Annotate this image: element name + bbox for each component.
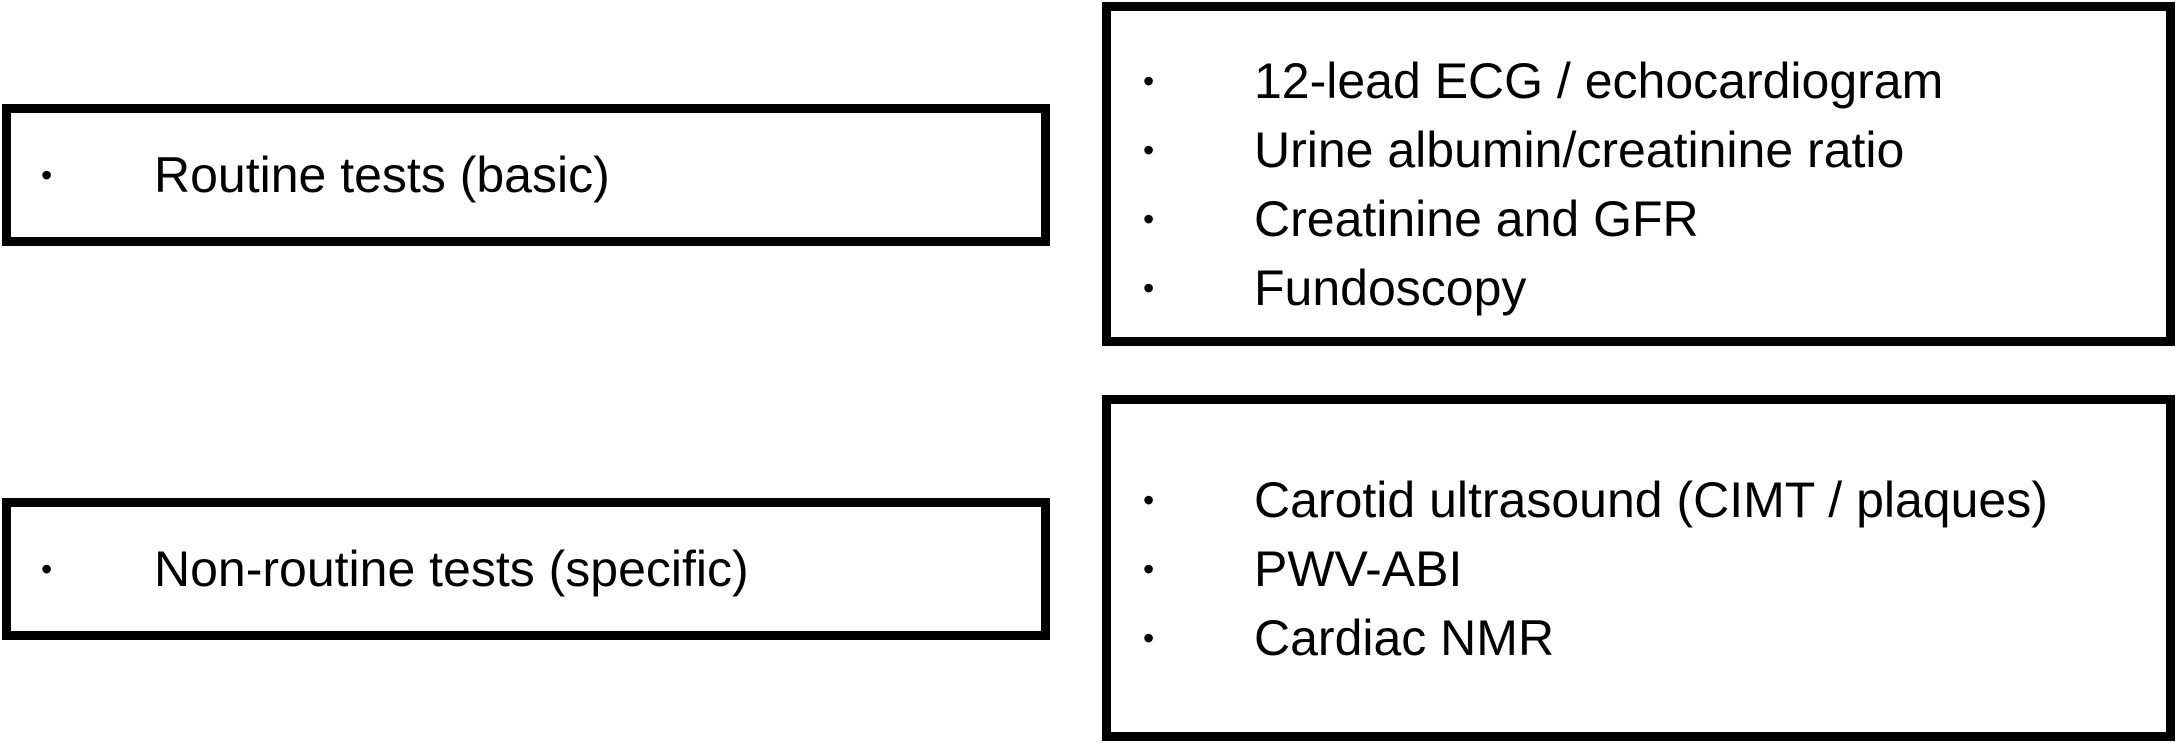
non-routine-test-item: • PWV-ABI (1143, 535, 2048, 604)
routine-test-item: • Urine albumin/creatinine ratio (1143, 116, 1943, 185)
routine-test-item: • 12-lead ECG / echocardiogram (1143, 47, 1943, 116)
bullet-icon: • (1143, 132, 1155, 168)
bullet-icon: • (1143, 482, 1155, 518)
routine-tests-label-list: • Routine tests (basic) (41, 145, 610, 205)
bullet-icon: • (1143, 201, 1155, 237)
routine-tests-label-item: • Routine tests (basic) (41, 145, 610, 205)
non-routine-tests-label: Non-routine tests (specific) (154, 541, 749, 597)
routine-test-text: Fundoscopy (1254, 260, 1527, 316)
non-routine-test-text: PWV-ABI (1254, 541, 1463, 597)
non-routine-tests-label-list: • Non-routine tests (specific) (41, 539, 749, 599)
routine-tests-box: • Routine tests (basic) (2, 104, 1050, 246)
routine-tests-items-box: • 12-lead ECG / echocardiogram • Urine a… (1102, 2, 2175, 346)
routine-test-text: Urine albumin/creatinine ratio (1254, 122, 1905, 178)
routine-test-text: Creatinine and GFR (1254, 191, 1699, 247)
bullet-icon: • (41, 551, 53, 587)
bullet-icon: • (1143, 270, 1155, 306)
non-routine-tests-list: • Carotid ultrasound (CIMT / plaques) • … (1143, 466, 2048, 673)
routine-test-item: • Fundoscopy (1143, 254, 1943, 323)
bullet-icon: • (1143, 63, 1155, 99)
bullet-icon: • (41, 157, 53, 193)
non-routine-test-item: • Cardiac NMR (1143, 604, 2048, 673)
routine-test-item: • Creatinine and GFR (1143, 185, 1943, 254)
non-routine-test-text: Carotid ultrasound (CIMT / plaques) (1254, 472, 2048, 528)
non-routine-test-text: Cardiac NMR (1254, 610, 1555, 666)
non-routine-test-item: • Carotid ultrasound (CIMT / plaques) (1143, 466, 2048, 535)
routine-test-text: 12-lead ECG / echocardiogram (1254, 53, 1944, 109)
non-routine-tests-items-box: • Carotid ultrasound (CIMT / plaques) • … (1102, 395, 2175, 741)
non-routine-tests-label-item: • Non-routine tests (specific) (41, 539, 749, 599)
non-routine-tests-box: • Non-routine tests (specific) (2, 498, 1050, 640)
routine-tests-label: Routine tests (basic) (154, 147, 610, 203)
bullet-icon: • (1143, 551, 1155, 587)
routine-tests-list: • 12-lead ECG / echocardiogram • Urine a… (1143, 47, 1943, 323)
bullet-icon: • (1143, 620, 1155, 656)
